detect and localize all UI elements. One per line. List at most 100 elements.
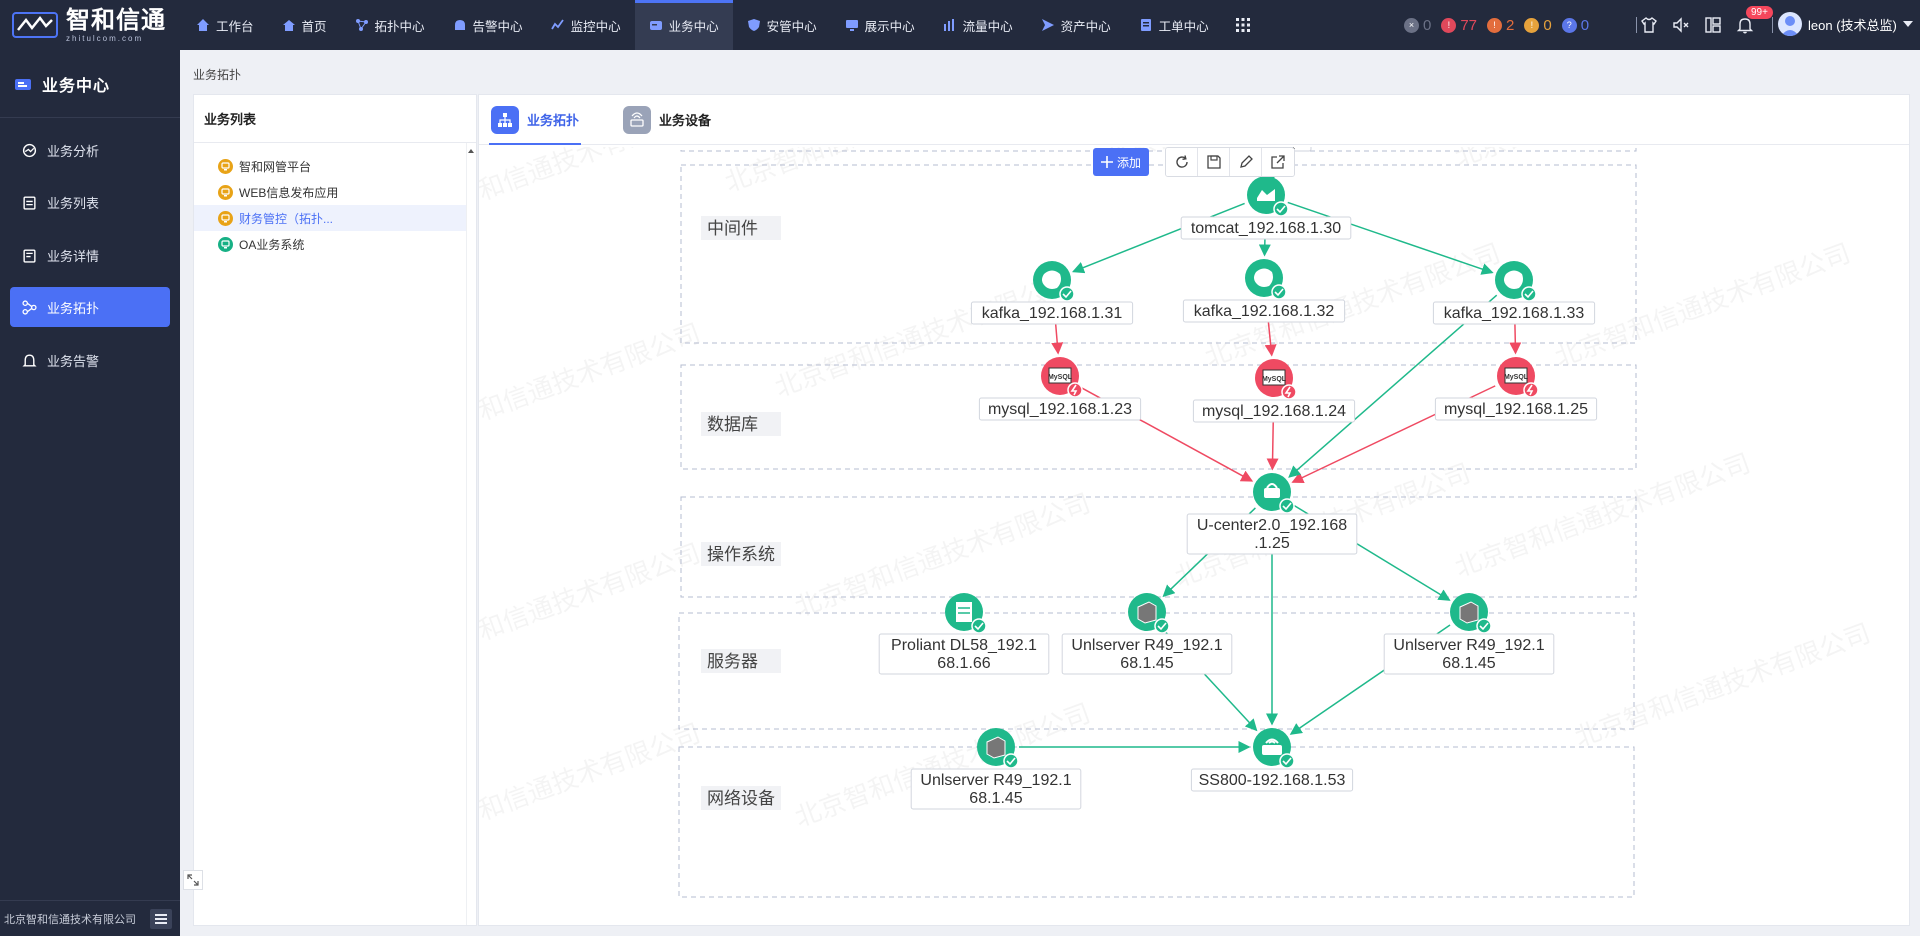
nav-item-3[interactable]: 拓扑中心 [341,0,439,50]
status-ok-icon [1476,618,1492,634]
alarm-icon [454,20,465,30]
alarm-stat[interactable]: ×0 [1404,17,1431,34]
save-button[interactable] [1198,148,1231,176]
export-button[interactable] [1262,148,1295,176]
group-label: 网络设备 [707,789,775,809]
user-name: leon (技术总监) [1808,17,1897,33]
topology-node-ucenter[interactable]: U-center2.0_192.168.1.25 [1186,473,1358,555]
watermark-text: 北京智和信通技术有限公司 [479,719,705,854]
topology-node-netsrv[interactable]: Unlserver R49_192.168.1.45 [910,728,1082,810]
tab-business-devices[interactable]: 业务设备 [621,95,713,145]
svg-text:MySQL: MySQL [1262,376,1287,383]
status-ok-icon [1003,753,1019,769]
watermark-text: 北京智和信通技术有限公司 [771,269,1074,404]
device-icon [623,105,652,134]
topology-node-kafka3[interactable]: kafka_192.168.1.33 [1432,261,1596,325]
alarm-stat[interactable]: ?0 [1561,17,1589,34]
sidebar-item-label: 业务告警 [47,353,100,369]
nav-item-9[interactable]: 流量中心 [929,0,1027,50]
topology-node-kafka1[interactable]: kafka_192.168.1.31 [970,261,1134,325]
house-icon [282,20,295,31]
export-icon [1271,155,1285,169]
avatar [1778,12,1802,36]
status-ok-icon [1154,618,1170,634]
nav-item-8[interactable]: 展示中心 [831,0,929,50]
alarm-level-icon: ! [1524,17,1540,33]
logo[interactable]: 智和信通 zhitulcom.com [0,0,180,50]
tab-business-topology[interactable]: 业务拓扑 [489,95,582,145]
topology-node-ss800[interactable]: SS800-192.168.1.53 [1190,728,1354,792]
menu-toggle-button[interactable] [150,908,172,929]
alarm-stat[interactable]: !0 [1524,17,1552,34]
topology-node-srv2[interactable]: Unlserver R49_192.168.1.45 [1383,593,1555,675]
sidebar-item-3[interactable]: 业务详情 [10,235,170,275]
business-list-item[interactable]: WEB信息发布应用 [194,179,466,205]
business-list-item[interactable]: 财务管控（拓扑... [194,205,466,231]
menu-icon [155,913,167,924]
alarm-stats[interactable]: ×0 !77 !2 !0 ?0 [1404,0,1589,50]
nav-item-1[interactable]: 工作台 [182,0,268,50]
sidebar-item-1[interactable]: 业务分析 [10,130,170,170]
nav-item-7[interactable]: 安管中心 [733,0,831,50]
group-box-partial [680,147,1637,152]
nav-item-6[interactable]: 业务中心 [634,0,733,50]
topology-canvas[interactable]: 北京智和信通技术有限公司北京智和信通技术有限公司北京智和信通技术有限公司北京智和… [479,147,1910,926]
nav-item-11[interactable]: 工单中心 [1125,0,1223,50]
detail-icon [23,248,36,263]
group-label: 中间件 [707,219,758,239]
business-app-icon [218,210,233,226]
status-ok-icon [1279,498,1295,514]
collapse-panel-button[interactable] [183,870,203,890]
mute-icon[interactable] [1672,16,1690,34]
node-label: Unlserver R49_192.1 [1071,637,1222,654]
sidebar-item-label: 业务分析 [47,143,100,159]
refresh-button[interactable] [1166,148,1199,176]
user-menu[interactable]: leon (技术总监) [1778,12,1913,36]
node-label: Unlserver R49_192.1 [1393,637,1544,654]
apps-grid-icon[interactable] [1223,0,1263,50]
divider [1772,17,1773,33]
layout-icon[interactable] [1704,16,1722,34]
svg-text:MySQL: MySQL [1504,374,1529,381]
sidebar-item-5[interactable]: 业务告警 [10,340,170,380]
group-label: 数据库 [707,415,758,435]
business-list-item[interactable]: OA业务系统 [194,231,466,257]
business-app-icon [218,236,233,252]
bell-icon[interactable] [1736,16,1754,34]
brand-domain: zhitulcom.com [66,33,144,43]
sidebar-item-4[interactable]: 业务拓扑 [10,287,170,327]
watermark-text: 北京智和信通技术有限公司 [791,699,1094,834]
sidebar-item-2[interactable]: 业务列表 [10,182,170,222]
node-label: kafka_192.168.1.31 [982,305,1123,322]
alarm-stat[interactable]: !2 [1487,17,1514,34]
skin-icon[interactable] [1640,16,1658,34]
nav-label: 监控中心 [570,19,621,34]
tab-label: 业务设备 [659,113,712,128]
home-icon [197,19,209,31]
nav-item-5[interactable]: 监控中心 [537,0,635,50]
topology-node-proliant[interactable]: Proliant DL58_192.168.1.66 [878,593,1050,675]
business-list-item[interactable]: 智和网管平台 [194,153,466,179]
add-button[interactable]: 添加 [1093,148,1150,176]
group-box [680,164,1637,344]
topology-node-srv1[interactable]: Unlserver R49_192.168.1.45 [1061,593,1233,675]
status-ok-icon [1059,286,1075,302]
topology-toolbar: 添加 [1093,147,1296,177]
nav-item-4[interactable]: 告警中心 [439,0,537,50]
sidebar-item-label: 业务列表 [47,195,100,211]
alarm-stat[interactable]: !77 [1441,17,1477,34]
edit-button[interactable] [1230,148,1263,176]
node-label: mysql_192.168.1.23 [988,401,1132,418]
business-list-item-label: WEB信息发布应用 [239,185,339,200]
topology-node-kafka2[interactable]: kafka_192.168.1.32 [1182,259,1346,323]
business-app-icon [218,158,233,174]
nav-item-2[interactable]: 首页 [268,0,341,50]
nav-item-10[interactable]: 资产中心 [1027,0,1125,50]
topology-node-tomcat[interactable]: tomcat_192.168.1.30 [1180,176,1352,240]
scroll-up-arrow-icon[interactable] [468,149,474,153]
group-label-bg [701,412,781,436]
scrollbar[interactable] [466,143,476,925]
